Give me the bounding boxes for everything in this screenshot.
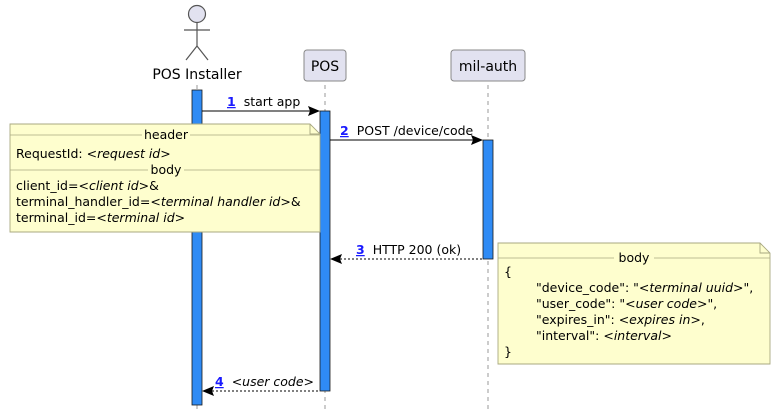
request-note-body-title: body [151, 162, 183, 177]
svg-text:"interval": <interval>: "interval": <interval> [536, 328, 672, 343]
request-id-label: RequestId: [16, 146, 87, 161]
user-code-value: <user code> [625, 296, 707, 311]
terminal-id-label: terminal_id= [16, 210, 96, 225]
client-id-sep: & [149, 178, 159, 193]
terminal-handler-id-value: <terminal handler id> [150, 194, 290, 209]
participant-pos: POS [303, 49, 347, 82]
message-2-label: POST /device/code [357, 123, 474, 138]
message-4: 4 <user code> [202, 374, 320, 396]
svg-text:2 POST /device/code: 2 POST /device/code [340, 123, 474, 138]
svg-text:"device_code": "<terminal uuid: "device_code": "<terminal uuid>", [536, 280, 753, 295]
user-code-label: "user_code": " [536, 296, 625, 311]
device-code-end: ", [744, 280, 754, 295]
terminal-id-value: <terminal id> [96, 210, 185, 225]
message-1: 1 start app [202, 94, 320, 116]
actor-name: POS Installer [152, 67, 242, 83]
message-2-number[interactable]: 2 [340, 123, 349, 138]
response-note-body-title: body [619, 250, 651, 265]
svg-text:terminal_id=<terminal id>: terminal_id=<terminal id> [16, 210, 185, 225]
message-3: 3 HTTP 200 (ok) [330, 242, 483, 264]
expires-in-label: "expires_in": [536, 312, 619, 327]
expires-in-end: , [701, 312, 705, 327]
message-4-label: <user code> [232, 374, 314, 389]
activation-pos-installer [191, 89, 203, 406]
response-close-brace: } [504, 344, 512, 359]
svg-text:RequestId: <request id>: RequestId: <request id> [16, 146, 171, 161]
svg-text:client_id=<client id>&: client_id=<client id>& [16, 178, 159, 193]
client-id-value: <client id> [78, 178, 149, 193]
participant-mil-auth: mil-auth [450, 49, 526, 82]
actor-head-icon [187, 4, 207, 24]
request-note: header RequestId: <request id> body clie… [9, 123, 321, 233]
interval-value: <interval> [603, 328, 672, 343]
participant-mil-auth-label: mil-auth [459, 59, 517, 75]
client-id-label: client_id= [16, 178, 78, 193]
message-1-label: start app [244, 94, 301, 109]
expires-in-value: <expires in> [619, 312, 701, 327]
request-note-header-title: header [144, 127, 189, 142]
device-code-label: "device_code": " [536, 280, 639, 295]
terminal-handler-id-sep: & [291, 194, 301, 209]
svg-text:"expires_in": <expires in>,: "expires_in": <expires in>, [536, 312, 705, 327]
message-4-number[interactable]: 4 [215, 374, 224, 389]
terminal-handler-id-label: terminal_handler_id= [16, 194, 150, 209]
request-id-value: <request id> [87, 146, 171, 161]
response-note: body { "device_code": "<terminal uuid>",… [497, 242, 771, 365]
svg-text:1 start app: 1 start app [227, 94, 300, 109]
message-2: 2 POST /device/code [330, 123, 483, 145]
svg-text:4 <user code>: 4 <user code> [215, 374, 314, 389]
participant-pos-label: POS [311, 59, 339, 75]
interval-label: "interval": [536, 328, 603, 343]
activation-pos [319, 110, 331, 392]
message-3-number[interactable]: 3 [356, 242, 365, 257]
response-open-brace: { [504, 264, 512, 279]
svg-text:terminal_handler_id=<terminal: terminal_handler_id=<terminal handler id… [16, 194, 301, 209]
activation-mil-auth [482, 139, 494, 260]
svg-text:3 HTTP 200 (ok): 3 HTTP 200 (ok) [356, 242, 461, 257]
device-code-value: <terminal uuid> [639, 280, 744, 295]
actor-pos-installer: POS Installer [152, 4, 242, 83]
svg-text:"user_code": "<user code>",: "user_code": "<user code>", [536, 296, 717, 311]
user-code-end: ", [707, 296, 717, 311]
message-3-label: HTTP 200 (ok) [373, 242, 461, 257]
message-1-number[interactable]: 1 [227, 94, 236, 109]
